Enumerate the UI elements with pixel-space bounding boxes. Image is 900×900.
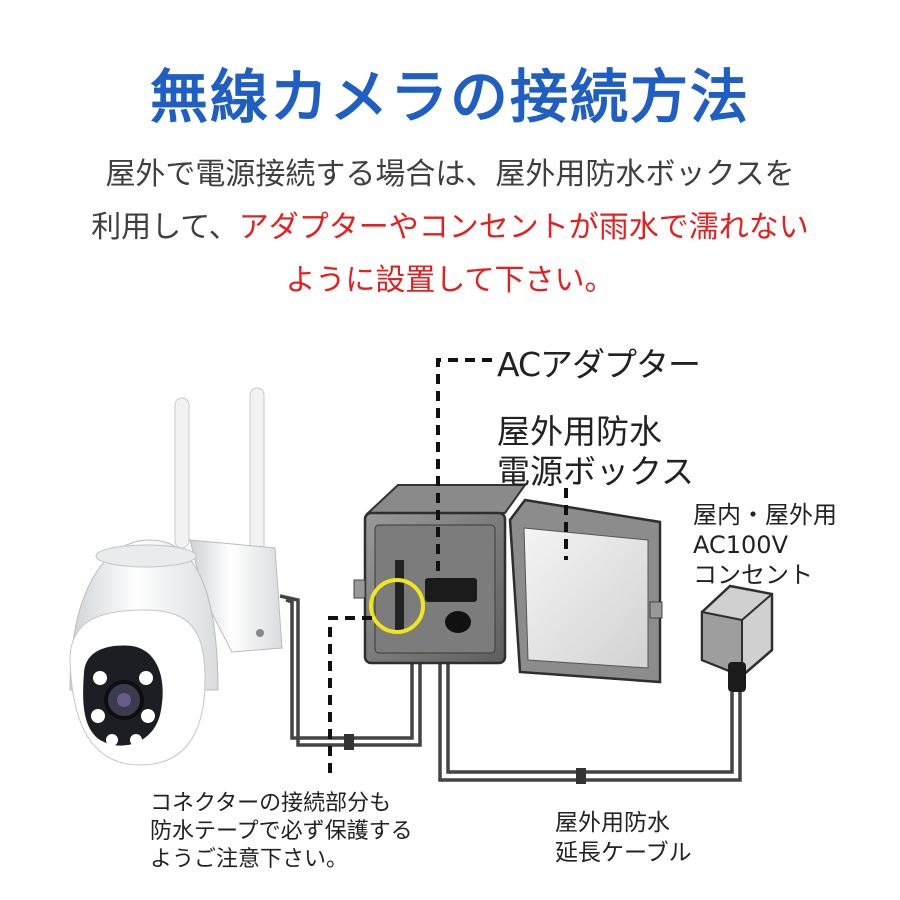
cable-joint-2	[576, 768, 586, 784]
label-cable-line-1: 屋外用防水	[555, 810, 670, 836]
antenna-right	[249, 387, 265, 559]
intro-line-2: 利用して、アダプターやコンセントが雨水で濡れない	[0, 201, 900, 254]
label-power-box-line-2: 電源ボックス	[497, 452, 695, 491]
page-title: 無線カメラの接続方法	[149, 63, 750, 131]
label-outlet-line-1: 屋内・屋外用	[693, 501, 837, 529]
label-power-box: 屋外用防水 電源ボックス	[497, 412, 694, 492]
label-power-box-line-1: 屋外用防水	[497, 412, 662, 451]
waterproof-power-box	[353, 484, 663, 684]
intro-text: 屋外で電源接続する場合は、屋外用防水ボックスを 利用して、アダプターやコンセント…	[0, 148, 900, 307]
camera-cable	[279, 594, 422, 747]
cable-joint-1	[344, 734, 354, 750]
connector-leader-line	[328, 616, 372, 780]
leader-lines	[328, 358, 568, 780]
label-connector-note: コネクターの接続部分も 防水テープで必ず保護する ようご注意下さい。	[150, 790, 413, 874]
label-ac-adapter: ACアダプター	[497, 345, 701, 384]
extension-cable	[438, 650, 742, 782]
intro-warning-2: ように設置して下さい。	[285, 263, 615, 298]
label-outlet: 屋内・屋外用 AC100V コンセント	[693, 500, 837, 590]
outlet-plug	[728, 662, 746, 692]
antenna-left	[174, 397, 190, 549]
label-outlet-line-2: AC100V	[693, 531, 788, 559]
intro-line-1: 屋外で電源接続する場合は、屋外用防水ボックスを	[105, 157, 795, 192]
connector-highlight-circle	[369, 578, 425, 634]
box-plug	[445, 611, 471, 633]
label-cable-line-2: 延長ケーブル	[555, 840, 692, 866]
label-extension-cable: 屋外用防水 延長ケーブル	[555, 808, 692, 868]
ac-adapter-unit	[425, 578, 477, 602]
label-outlet-line-3: コンセント	[693, 561, 813, 589]
label-connector-line-2: 防水テープで必ず保護する	[150, 819, 413, 844]
ac100v-outlet	[700, 584, 774, 692]
label-connector-line-3: ようご注意下さい。	[150, 847, 349, 872]
intro-line-2-prefix: 利用して、	[91, 210, 239, 245]
box-lid-window	[523, 527, 649, 669]
adapter-leader-line	[436, 358, 492, 580]
wireless-camera	[69, 387, 283, 766]
intro-warning-1: アダプターやコンセントが雨水で濡れない	[238, 210, 809, 245]
label-connector-line-1: コネクターの接続部分も	[150, 791, 392, 816]
